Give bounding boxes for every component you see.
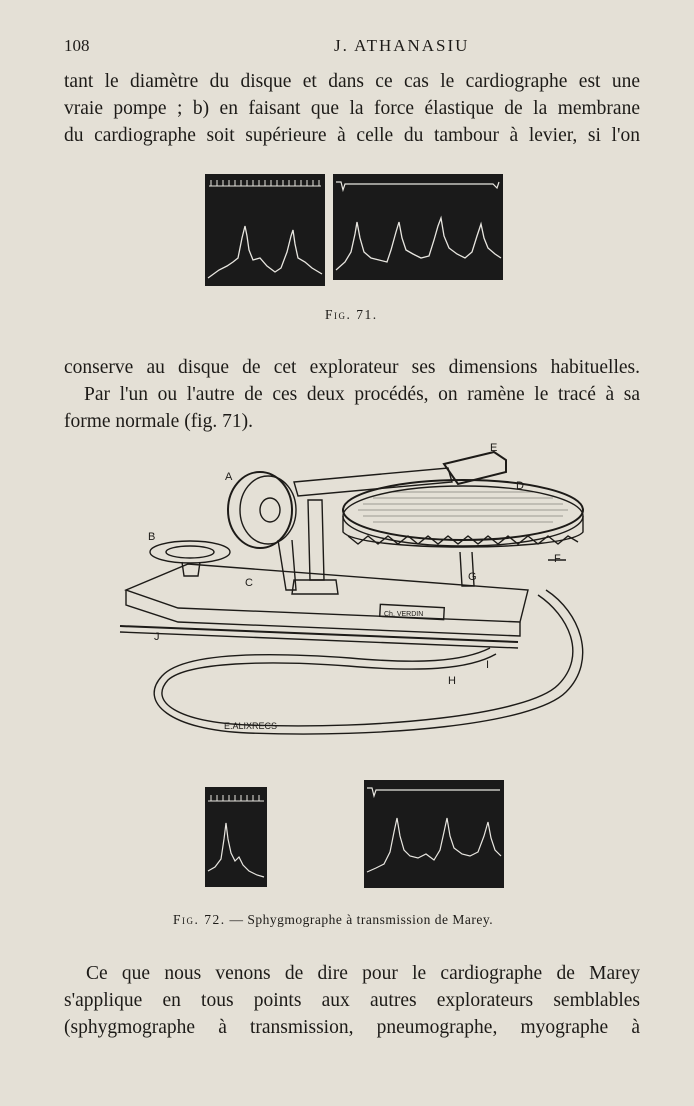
text-line: vraie pompe ; b) en faisant que la force… (64, 98, 640, 119)
text-line: conserve au disque de cet explorateur se… (64, 357, 640, 378)
label-a: A (225, 471, 233, 483)
fig71-tracing-left (205, 174, 325, 286)
sphygmograph-engraving: A B C D E F G H I J Ch. VERDIN E.ALIXREC… (119, 442, 584, 735)
figure-72-caption: Fig. 72. — Sphygmographe à transmission … (173, 912, 493, 928)
text-line: Ce que nous venons de dire pour le cardi… (86, 963, 640, 984)
text-line: tant le diamètre du disque et dans ce ca… (64, 71, 640, 92)
label-i: I (486, 659, 489, 671)
text-line: Par l'un ou l'autre de ces deux procédés… (84, 384, 640, 405)
caption-text: — Sphygmographe à transmission de Marey. (229, 912, 494, 927)
label-b: B (148, 531, 155, 543)
paragraph-bottom: Ce que nous venons de dire pour le cardi… (64, 960, 640, 1041)
plate-inscription: Ch. VERDIN (384, 611, 423, 618)
engraver-signature: E.ALIXRECS (224, 721, 277, 731)
label-j: J (154, 631, 160, 643)
page-header: 108 J. ATHANASIU (64, 36, 640, 58)
fig72-tracing-right (364, 780, 504, 888)
label-d: D (516, 480, 524, 492)
label-h: H (448, 675, 456, 687)
label-g: G (468, 571, 477, 583)
paragraph-middle: conserve au disque de cet explorateur se… (64, 354, 640, 435)
text-line: s'applique en tous points aux autres exp… (64, 990, 640, 1011)
running-head: J. ATHANASIU (334, 36, 470, 55)
fig71-tracing-right (333, 174, 503, 280)
text-line: (sphygmographe à transmission, pneumogra… (64, 1017, 640, 1038)
label-c: C (245, 577, 253, 589)
caption-label: Fig. 72. (173, 912, 226, 927)
text-line: forme normale (fig. 71). (64, 411, 253, 432)
fig72-tracing-left (205, 787, 267, 887)
figure-71-caption: Fig. 71. (325, 307, 378, 323)
paragraph-top: tant le diamètre du disque et dans ce ca… (64, 68, 640, 149)
caption-label: Fig. 71. (325, 307, 378, 322)
page-number: 108 (64, 36, 90, 55)
label-f: F (554, 553, 561, 565)
label-e: E (490, 442, 497, 454)
text-line: du cardiographe soit supérieure à celle … (64, 125, 640, 146)
